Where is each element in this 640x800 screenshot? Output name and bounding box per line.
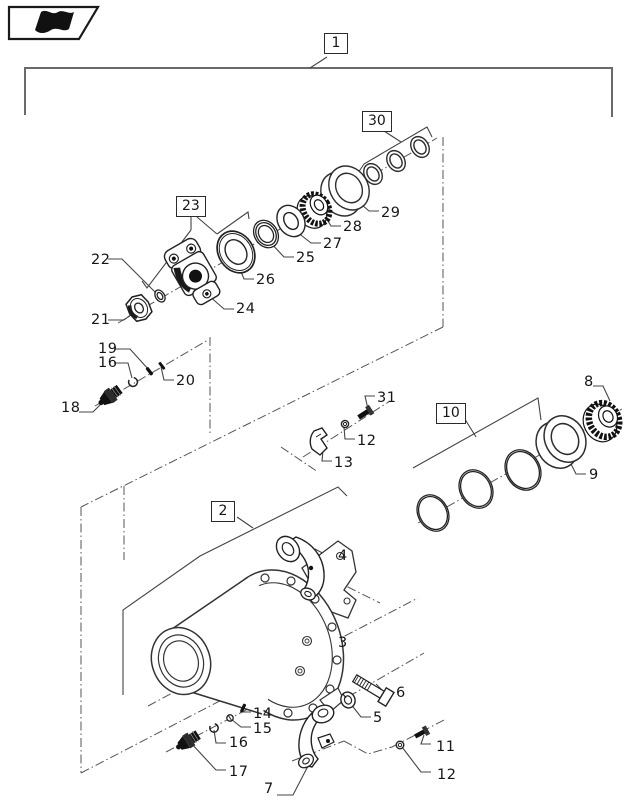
part-24-yoke <box>163 237 221 306</box>
part-callout-17: 17 <box>229 764 249 780</box>
part-callout-4: 4 <box>338 548 348 564</box>
part-9-bearing-cup <box>535 415 587 469</box>
part-callout-21: 21 <box>91 312 111 328</box>
part-callout-12: 12 <box>437 767 457 783</box>
assembly-callout-30: 30 <box>362 111 392 132</box>
part-13-clip <box>309 427 328 456</box>
part-27-washer <box>276 204 306 238</box>
part-callout-6: 6 <box>396 685 406 701</box>
part-callout-7: 7 <box>264 781 274 797</box>
part-19-pin <box>145 367 154 376</box>
change-flag-icon <box>7 5 100 41</box>
part-6-bolt <box>351 673 395 708</box>
part-callout-13: 13 <box>334 455 354 471</box>
part-3-hub <box>150 540 357 721</box>
part-callout-31: 31 <box>377 390 397 406</box>
assembly-callout-23: 23 <box>176 196 206 217</box>
part-25-seal <box>252 219 280 249</box>
part-callout-9: 9 <box>589 467 599 483</box>
part-callout-22: 22 <box>91 252 111 268</box>
part-callout-28: 28 <box>343 219 363 235</box>
part-15-fastener <box>226 714 234 722</box>
part-30-shims <box>363 135 430 186</box>
part-4-bracket <box>275 535 325 601</box>
part-8-bearing <box>582 399 623 443</box>
part-16-ring-upper <box>127 376 139 388</box>
part-5-washer <box>340 691 356 709</box>
part-26-seal <box>216 230 256 274</box>
part-18-grease-fitting <box>98 384 123 406</box>
part-callout-3: 3 <box>338 635 348 651</box>
part-10-orings <box>416 449 542 532</box>
part-callout-5: 5 <box>373 710 383 726</box>
part-callout-26: 26 <box>256 272 276 288</box>
part-callout-16: 16 <box>229 735 249 751</box>
part-callout-18: 18 <box>61 400 81 416</box>
part-31-screw <box>357 404 375 420</box>
assembly-callout-10: 10 <box>436 403 466 424</box>
part-12-washer-bottom <box>395 740 405 750</box>
assembly-callout-1: 1 <box>324 33 348 54</box>
part-17-grease-fitting <box>176 730 201 750</box>
part-callout-15: 15 <box>253 721 273 737</box>
part-29-bearing-cup <box>320 165 370 217</box>
part-callout-29: 29 <box>381 205 401 221</box>
part-callout-19: 19 <box>98 341 118 357</box>
part-callout-12: 12 <box>357 433 377 449</box>
part-21-nut <box>125 293 153 323</box>
assembly-1-bracket <box>24 67 613 117</box>
part-callout-20: 20 <box>176 373 196 389</box>
assembly-callout-2: 2 <box>211 501 235 522</box>
part-22-washer <box>154 289 166 303</box>
part-callout-8: 8 <box>584 374 594 390</box>
part-7-bracket <box>297 704 335 769</box>
part-callout-27: 27 <box>323 236 343 252</box>
part-callout-11: 11 <box>436 739 456 755</box>
part-20-pin <box>158 361 166 370</box>
part-11-screw <box>414 725 431 739</box>
part-16-ring-lower <box>209 723 219 733</box>
part-14-pin <box>240 703 247 713</box>
part-callout-16: 16 <box>98 355 118 371</box>
part-12-washer-mid <box>340 419 350 429</box>
part-callout-24: 24 <box>236 301 256 317</box>
part-callout-14: 14 <box>253 706 273 722</box>
part-callout-25: 25 <box>296 250 316 266</box>
